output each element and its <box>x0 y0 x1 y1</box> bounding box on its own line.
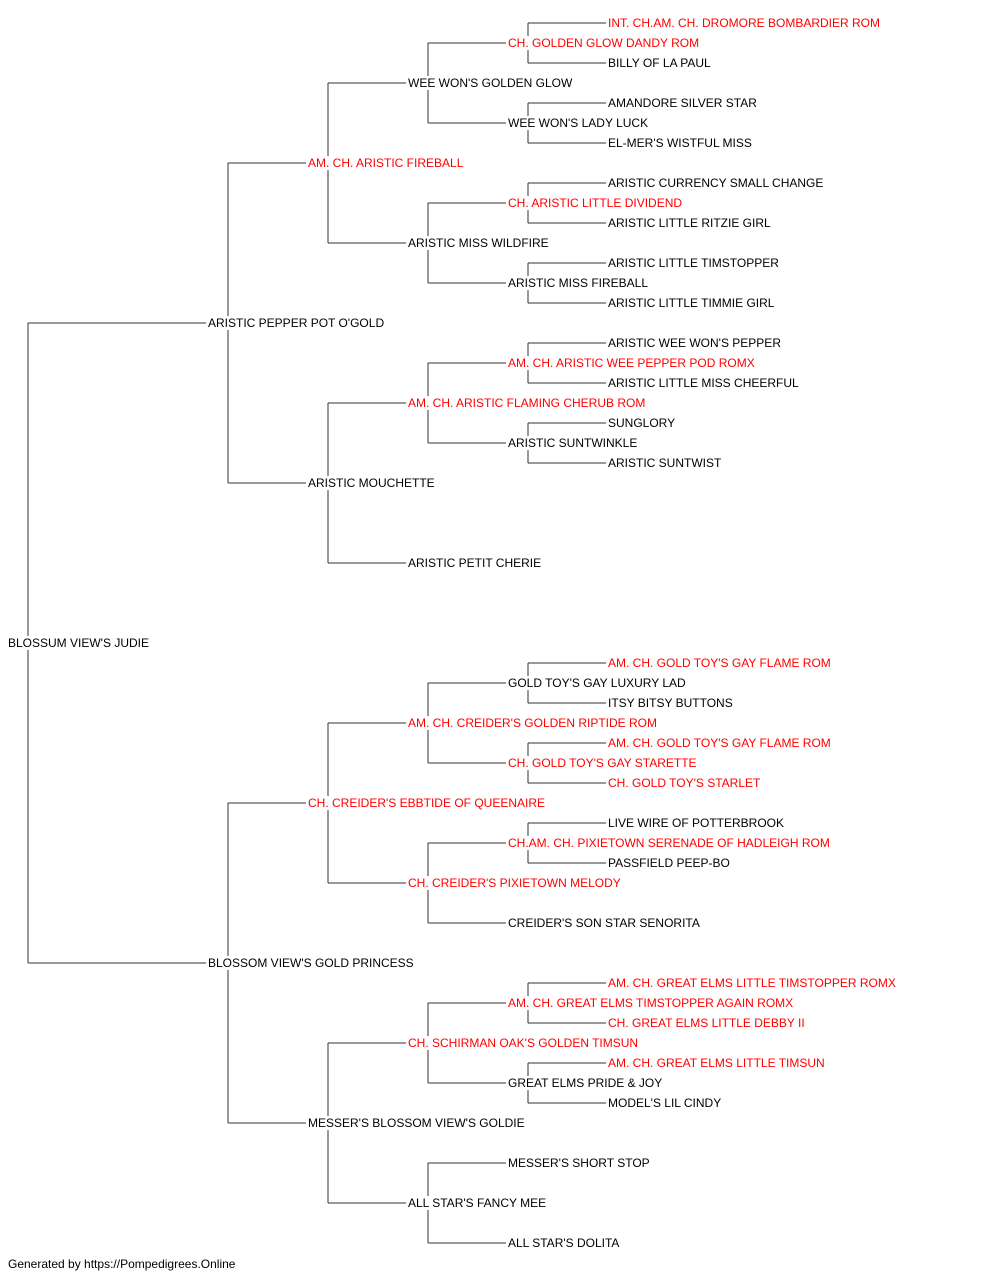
pedigree-node-dam.dam.dam.dam: ALL STAR'S DOLITA <box>508 1236 621 1250</box>
pedigree-node-sire.dam.sire.sire: AM. CH. ARISTIC WEE PEPPER POD ROMX <box>508 356 756 370</box>
pedigree-node-dam.sire.sire: AM. CH. CREIDER'S GOLDEN RIPTIDE ROM <box>408 716 658 730</box>
pedigree-node-dam.dam.sire.dam: GREAT ELMS PRIDE & JOY <box>508 1076 664 1090</box>
pedigree-node-dam.sire.sire.sire.sire: AM. CH. GOLD TOY'S GAY FLAME ROM <box>608 656 832 670</box>
pedigree-node-sire.sire.sire: WEE WON'S GOLDEN GLOW <box>408 76 574 90</box>
pedigree-node-dam.dam.sire: CH. SCHIRMAN OAK'S GOLDEN TIMSUN <box>408 1036 640 1050</box>
pedigree-node-sire.sire.sire.dam: WEE WON'S LADY LUCK <box>508 116 650 130</box>
pedigree-node-sire.sire.dam.sire.sire: ARISTIC CURRENCY SMALL CHANGE <box>608 176 825 190</box>
pedigree-node-dam.dam.dam: ALL STAR'S FANCY MEE <box>408 1196 548 1210</box>
pedigree-node-dam.sire.dam.sire.sire: LIVE WIRE OF POTTERBROOK <box>608 816 786 830</box>
pedigree-node-sire.sire.sire.dam.dam: EL-MER'S WISTFUL MISS <box>608 136 753 150</box>
pedigree-node-dam.sire.dam.dam: CREIDER'S SON STAR SENORITA <box>508 916 701 930</box>
pedigree-node-sire.sire.dam.dam.sire: ARISTIC LITTLE TIMSTOPPER <box>608 256 780 270</box>
pedigree-node-dam.sire.dam.sire.dam: PASSFIELD PEEP-BO <box>608 856 731 870</box>
pedigree-node-dam.sire.dam.sire: CH.AM. CH. PIXIETOWN SERENADE OF HADLEIG… <box>508 836 831 850</box>
pedigree-node-sire.dam.sire.sire.sire: ARISTIC WEE WON'S PEPPER <box>608 336 782 350</box>
pedigree-node-dam.sire.sire.sire.dam: ITSY BITSY BUTTONS <box>608 696 734 710</box>
pedigree-node-sire.dam.sire.dam.dam: ARISTIC SUNTWIST <box>608 456 723 470</box>
pedigree-node-sire.dam: ARISTIC MOUCHETTE <box>308 476 436 490</box>
pedigree-node-sire.sire.dam: ARISTIC MISS WILDFIRE <box>408 236 550 250</box>
pedigree-node-dam.dam.sire.sire.dam: CH. GREAT ELMS LITTLE DEBBY II <box>608 1016 806 1030</box>
pedigree-node-dam.dam.sire.dam.sire: AM. CH. GREAT ELMS LITTLE TIMSUN <box>608 1056 826 1070</box>
pedigree-node-dam.sire.dam: CH. CREIDER'S PIXIETOWN MELODY <box>408 876 622 890</box>
pedigree-node-dam.sire.sire.dam.sire: AM. CH. GOLD TOY'S GAY FLAME ROM <box>608 736 832 750</box>
pedigree-node-sire.dam.sire: AM. CH. ARISTIC FLAMING CHERUB ROM <box>408 396 647 410</box>
pedigree-node-sire.dam.sire.dam.sire: SUNGLORY <box>608 416 677 430</box>
pedigree-node-sire.sire.dam.sire.dam: ARISTIC LITTLE RITZIE GIRL <box>608 216 772 230</box>
pedigree-node-sire.dam.dam: ARISTIC PETIT CHERIE <box>408 556 543 570</box>
pedigree-node-sire.dam.sire.sire.dam: ARISTIC LITTLE MISS CHEERFUL <box>608 376 800 390</box>
pedigree-node-dam.sire: CH. CREIDER'S EBBTIDE OF QUEENAIRE <box>308 796 546 810</box>
pedigree-node-dam.dam.sire.dam.dam: MODEL'S LIL CINDY <box>608 1096 723 1110</box>
pedigree-node-sire.sire.dam.sire: CH. ARISTIC LITTLE DIVIDEND <box>508 196 684 210</box>
pedigree-node-dam.sire.sire.sire: GOLD TOY'S GAY LUXURY LAD <box>508 676 687 690</box>
pedigree-node-sire.sire.sire.dam.sire: AMANDORE SILVER STAR <box>608 96 758 110</box>
pedigree-node-dam.dam.sire.sire: AM. CH. GREAT ELMS TIMSTOPPER AGAIN ROMX <box>508 996 795 1010</box>
pedigree-node-sire.sire.dam.dam: ARISTIC MISS FIREBALL <box>508 276 650 290</box>
footer-credit: Generated by https://Pompedigrees.Online <box>8 1257 236 1271</box>
pedigree-node-dam.sire.sire.dam.dam: CH. GOLD TOY'S STARLET <box>608 776 762 790</box>
pedigree-node-dam.dam: MESSER'S BLOSSOM VIEW'S GOLDIE <box>308 1116 526 1130</box>
pedigree-node-dam.dam.dam.sire: MESSER'S SHORT STOP <box>508 1156 651 1170</box>
pedigree-node-sire.sire.sire.sire.dam: BILLY OF LA PAUL <box>608 56 712 70</box>
pedigree-node-subject: BLOSSUM VIEW'S JUDIE <box>8 636 150 650</box>
pedigree-node-sire.sire.sire.sire.sire: INT. CH.AM. CH. DROMORE BOMBARDIER ROM <box>608 16 882 30</box>
pedigree-node-sire.dam.sire.dam: ARISTIC SUNTWINKLE <box>508 436 639 450</box>
pedigree-node-dam.dam.sire.sire.sire: AM. CH. GREAT ELMS LITTLE TIMSTOPPER ROM… <box>608 976 897 990</box>
pedigree-node-dam.sire.sire.dam: CH. GOLD TOY'S GAY STARETTE <box>508 756 698 770</box>
pedigree-node-dam: BLOSSOM VIEW'S GOLD PRINCESS <box>208 956 415 970</box>
pedigree-node-sire.sire: AM. CH. ARISTIC FIREBALL <box>308 156 465 170</box>
pedigree-node-sire.sire.dam.dam.dam: ARISTIC LITTLE TIMMIE GIRL <box>608 296 776 310</box>
pedigree-node-sire.sire.sire.sire: CH. GOLDEN GLOW DANDY ROM <box>508 36 701 50</box>
pedigree-node-sire: ARISTIC PEPPER POT O'GOLD <box>208 316 386 330</box>
